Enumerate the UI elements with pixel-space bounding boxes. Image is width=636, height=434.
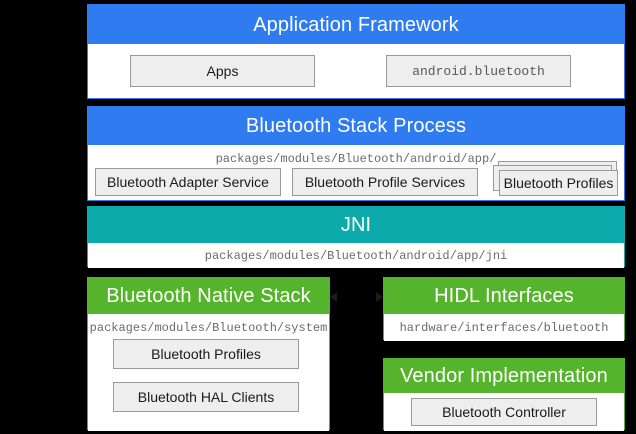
layer-bluetooth-stack-process: Bluetooth Stack Process packages/modules… bbox=[87, 106, 625, 201]
bluetooth-stack-process-body: packages/modules/Bluetooth/android/app/ … bbox=[88, 145, 624, 200]
hidl-interfaces-path: hardware/interfaces/bluetooth bbox=[399, 321, 609, 335]
jni-path: packages/modules/Bluetooth/android/app/j… bbox=[204, 249, 508, 263]
bluetooth-native-stack-body: packages/modules/Bluetooth/system Blueto… bbox=[88, 314, 329, 431]
layer-application-framework: Application Framework Apps android.bluet… bbox=[87, 4, 625, 99]
layer-bluetooth-native-stack: Bluetooth Native Stack packages/modules/… bbox=[87, 277, 330, 431]
arrow-right-icon bbox=[376, 292, 383, 302]
application-framework-header: Application Framework bbox=[88, 5, 624, 44]
jni-header: JNI bbox=[88, 207, 624, 243]
bluetooth-profile-services-box[interactable]: Bluetooth Profile Services bbox=[292, 168, 478, 196]
android-bluetooth-api-box[interactable]: android.bluetooth bbox=[386, 55, 571, 87]
jni-body: packages/modules/Bluetooth/android/app/j… bbox=[88, 243, 624, 268]
bluetooth-profiles-stack[interactable]: Bluetooth Profiles bbox=[488, 161, 618, 197]
bluetooth-hal-clients-box[interactable]: Bluetooth HAL Clients bbox=[113, 382, 299, 412]
hidl-interfaces-header: HIDL Interfaces bbox=[384, 278, 624, 314]
bluetooth-native-stack-path: packages/modules/Bluetooth/system bbox=[89, 321, 328, 335]
bluetooth-profiles-box[interactable]: Bluetooth Profiles bbox=[113, 339, 299, 369]
bluetooth-native-stack-header: Bluetooth Native Stack bbox=[88, 278, 329, 314]
bluetooth-controller-box[interactable]: Bluetooth Controller bbox=[411, 398, 597, 426]
layer-vendor-implementation: Vendor Implementation Bluetooth Controll… bbox=[383, 358, 625, 431]
hidl-interfaces-body: hardware/interfaces/bluetooth bbox=[384, 314, 624, 341]
arrow-left-icon bbox=[330, 292, 337, 302]
bluetooth-stack-process-header: Bluetooth Stack Process bbox=[88, 107, 624, 145]
layer-hidl-interfaces: HIDL Interfaces hardware/interfaces/blue… bbox=[383, 277, 625, 341]
layer-jni: JNI packages/modules/Bluetooth/android/a… bbox=[87, 206, 625, 268]
bluetooth-profiles-stack-sheet-front[interactable]: Bluetooth Profiles bbox=[499, 170, 618, 196]
vendor-implementation-header: Vendor Implementation bbox=[384, 359, 624, 393]
bluetooth-stack-process-path: packages/modules/Bluetooth/android/app/ bbox=[215, 152, 497, 166]
vendor-implementation-body: Bluetooth Controller bbox=[384, 393, 624, 431]
connector-native-stack-to-hidl bbox=[330, 292, 383, 302]
apps-box[interactable]: Apps bbox=[130, 55, 315, 87]
application-framework-body: Apps android.bluetooth bbox=[88, 44, 624, 98]
bluetooth-adapter-service-box[interactable]: Bluetooth Adapter Service bbox=[95, 168, 281, 196]
